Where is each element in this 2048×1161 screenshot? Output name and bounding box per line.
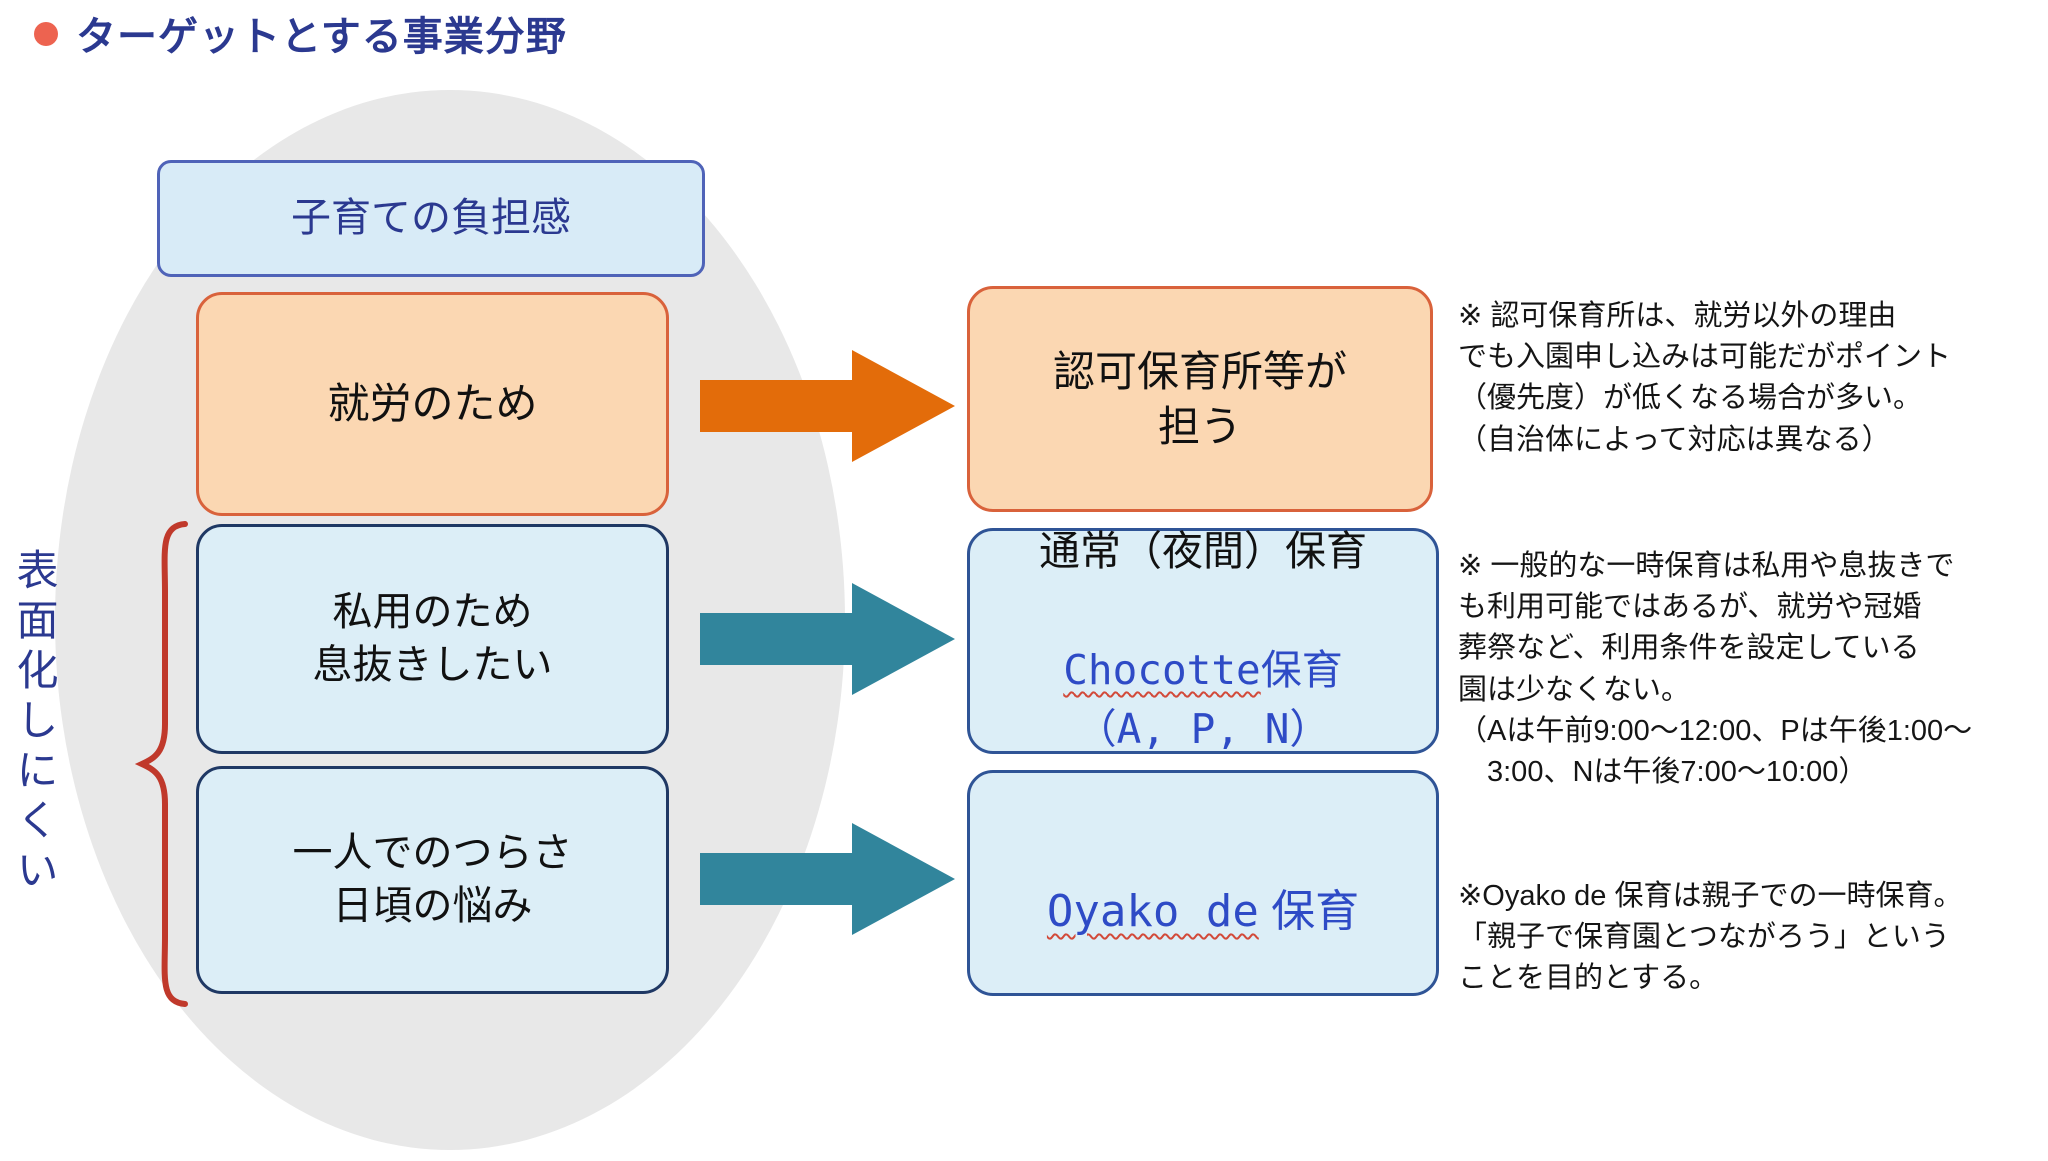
- chocotte-latin: Chocotte: [1063, 646, 1261, 694]
- private-box: 私用のため 息抜きしたい: [196, 524, 669, 754]
- chocotte-jp: 保育: [1260, 647, 1343, 693]
- page-title: ターゲットとする事業分野: [76, 15, 567, 59]
- oyako-care-box: Oyako de 保育: [967, 770, 1439, 996]
- oyako-jp: 保育: [1258, 887, 1360, 936]
- side-label: 表面化しにくい: [11, 548, 58, 898]
- alone-box: 一人でのつらさ 日頃の悩み: [196, 766, 669, 994]
- arrow-alone-icon: [700, 820, 955, 938]
- apn-line: （A, P, N）: [1075, 705, 1331, 754]
- note-oyako: ※Oyako de 保育は親子での一時保育。 「親子で保育園とつながろう」という…: [1458, 880, 1963, 995]
- licensed-care-box: 認可保育所等が 担う: [967, 286, 1433, 512]
- note-temporary-care: ※ 一般的な一時保育は私用や息抜きで も利用可能ではあるが、就労や冠婚 葬祭など…: [1458, 550, 1973, 788]
- burden-box: 子育ての負担感: [157, 160, 705, 277]
- regular-care-line: 通常（夜間）保育: [1039, 528, 1367, 575]
- arrow-work-icon: [700, 347, 955, 465]
- chocotte-line: Chocotte保育: [1063, 582, 1342, 701]
- title-bullet-icon: [34, 22, 58, 46]
- curly-brace-icon: [133, 518, 195, 1010]
- work-box: 就労のため: [196, 292, 669, 516]
- oyako-line: Oyako de 保育: [1047, 825, 1359, 941]
- arrow-private-icon: [700, 580, 955, 698]
- note-licensed: ※ 認可保育所は、就労以外の理由 でも入園申し込みは可能だがポイント （優先度）…: [1458, 300, 1952, 456]
- oyako-latin: Oyako de: [1046, 886, 1259, 937]
- chocotte-care-box: 通常（夜間）保育 Chocotte保育 （A, P, N）: [967, 528, 1439, 754]
